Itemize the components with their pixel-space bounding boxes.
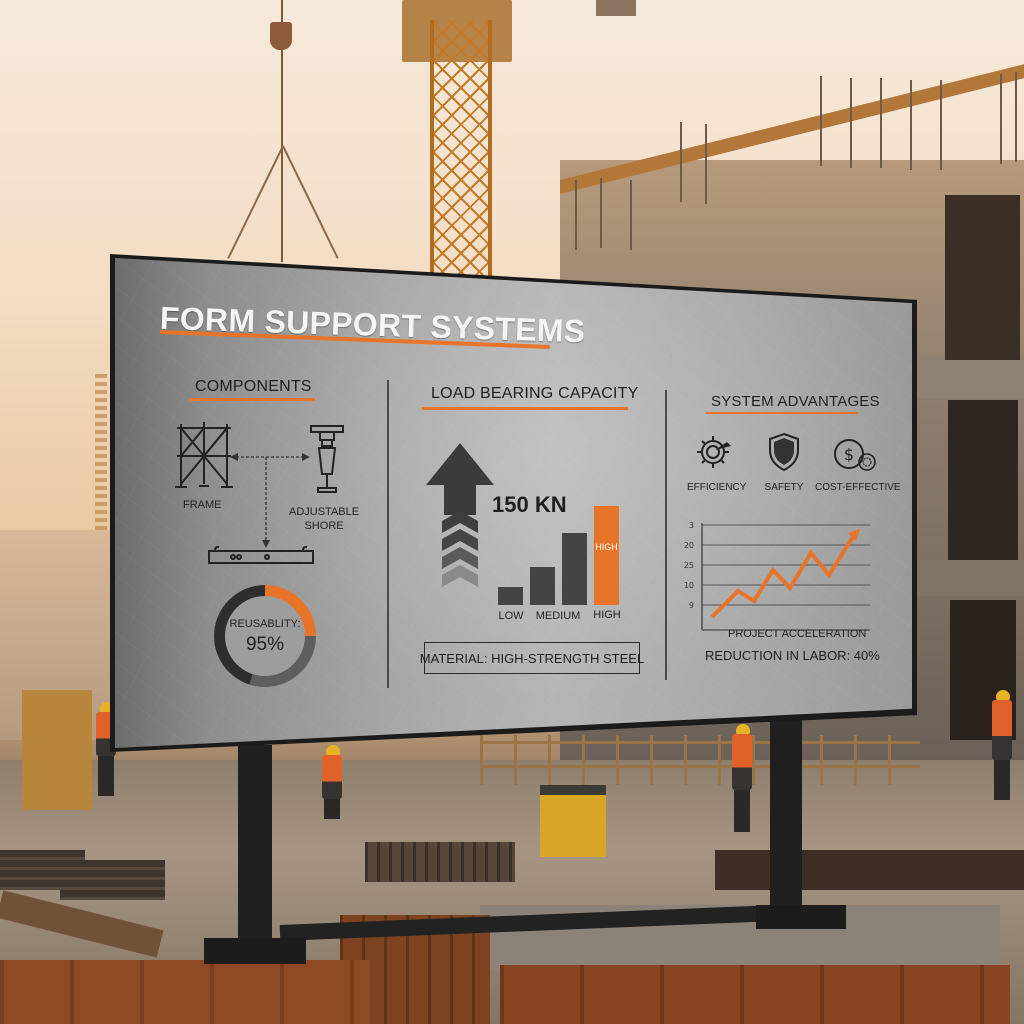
shield-icon — [769, 432, 799, 472]
material-stack — [60, 860, 165, 900]
formwork-crate — [365, 842, 515, 882]
rebar — [880, 78, 882, 168]
distant-crane — [95, 370, 107, 530]
rebar — [1015, 72, 1017, 162]
up-arrow-icon — [426, 443, 494, 587]
rebar — [575, 180, 577, 250]
load-heading: LOAD BEARING CAPACITY — [431, 385, 639, 402]
y-tick: 3 — [689, 521, 694, 530]
bar-label-high: HIGH — [593, 609, 621, 621]
bar-label-low: LOW — [498, 610, 524, 622]
building-opening — [945, 195, 1020, 360]
components-underline — [189, 398, 315, 401]
sign-stand-foot-left — [204, 938, 306, 964]
connector-arrows-icon — [230, 453, 310, 548]
bar-label-medium: MEDIUM — [535, 610, 581, 622]
tower-crane-mast — [430, 20, 492, 280]
crane-sling-right — [282, 145, 339, 259]
efficiency-label: EFFICIENCY — [687, 482, 747, 493]
gear-arrow-icon — [697, 436, 731, 468]
sign-stand-foot-right — [756, 905, 846, 929]
cost-effective-label: COST-EFFECTIVE — [815, 482, 901, 493]
worker — [732, 724, 754, 832]
rebar — [705, 124, 707, 204]
adjustable-shore-label-line2: SHORE — [304, 520, 344, 532]
building-floor — [915, 358, 1024, 398]
bar-high — [594, 506, 619, 605]
rebar — [910, 80, 912, 170]
sign-stand-leg-right — [770, 718, 802, 918]
bar-low — [498, 587, 523, 605]
advantages-underline — [706, 412, 858, 414]
worker — [322, 745, 344, 819]
adjustable-shore-label: ADJUSTABLE SHORE — [289, 505, 359, 533]
reusability-value: 95% — [245, 634, 285, 655]
building-floor — [915, 560, 1024, 596]
load-value: 150 KN — [492, 492, 567, 517]
beam-icon — [208, 545, 314, 564]
y-tick: 20 — [684, 541, 694, 550]
y-tick: 25 — [684, 561, 694, 570]
rebar — [600, 178, 602, 248]
crane-sling-left — [227, 145, 284, 259]
steel-formwork — [500, 965, 1010, 1024]
crane-counterweight — [596, 0, 636, 16]
rebar — [680, 122, 682, 202]
safety-railing — [480, 735, 920, 785]
advantages-heading: SYSTEM ADVANTAGES — [711, 393, 880, 410]
bar-mid-high — [562, 533, 587, 605]
adjustable-shore-icon — [310, 425, 344, 493]
donut-center — [225, 596, 305, 676]
dollar-coin-icon: $ — [834, 439, 876, 471]
bar-high-inner-label: HIGH — [595, 542, 618, 552]
rebar — [1000, 74, 1002, 164]
rebar — [630, 180, 632, 250]
material-label-box: MATERIAL: HIGH-STRENGTH STEEL — [420, 642, 644, 674]
formwork-panels — [715, 850, 1024, 890]
adjustable-shore-label-line1: ADJUSTABLE — [289, 506, 360, 518]
column-divider — [665, 390, 667, 680]
svg-text:$: $ — [844, 445, 854, 464]
sign-stand-leg-left — [238, 745, 272, 945]
project-acceleration-line-chart: 3 20 25 10 9 — [684, 521, 870, 631]
chart-caption: PROJECT ACCELERATION — [728, 628, 867, 640]
reusability-label: REUSABLITY: — [229, 618, 301, 630]
components-heading: COMPONENTS — [195, 378, 312, 395]
frame-label: FRAME — [183, 499, 222, 511]
yellow-equipment — [540, 785, 606, 857]
crane-cable — [281, 0, 283, 262]
column-divider — [387, 380, 389, 688]
labor-reduction: REDUCTION IN LABOR: 40% — [705, 648, 880, 663]
safety-label: SAFETY — [764, 482, 804, 493]
y-tick: 10 — [684, 581, 694, 590]
rebar — [850, 78, 852, 168]
scaffold-frame-icon — [175, 422, 233, 488]
steel-formwork — [0, 960, 370, 1024]
rebar — [940, 80, 942, 170]
worker — [992, 690, 1014, 800]
load-underline — [422, 407, 628, 410]
machinery — [22, 690, 92, 810]
crane-hook-icon — [270, 22, 292, 50]
y-tick: 9 — [689, 601, 694, 610]
building-opening — [948, 400, 1018, 560]
bar-medium — [530, 567, 555, 605]
rebar — [820, 76, 822, 166]
